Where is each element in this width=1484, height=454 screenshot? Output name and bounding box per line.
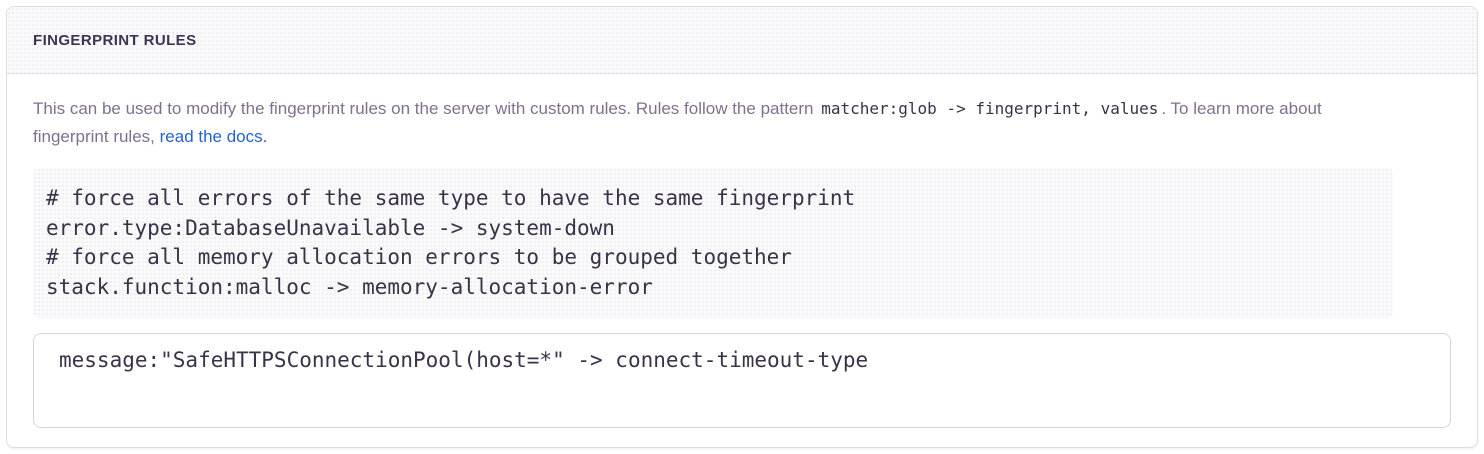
fingerprint-rules-panel: FINGERPRINT RULES This can be used to mo…: [6, 6, 1478, 448]
panel-title: FINGERPRINT RULES: [33, 31, 197, 49]
read-the-docs-link[interactable]: read the docs.: [159, 127, 268, 146]
fingerprint-rules-description: This can be used to modify the fingerpri…: [33, 95, 1373, 151]
panel-body: This can be used to modify the fingerpri…: [7, 74, 1477, 447]
description-text-2: . To learn more about fingerprint rules,: [33, 99, 1322, 146]
description-text-1: This can be used to modify the fingerpri…: [33, 99, 819, 118]
panel-header: FINGERPRINT RULES: [7, 7, 1477, 74]
example-rules-code-block: # force all errors of the same type to h…: [33, 168, 1393, 318]
pattern-inline-code: matcher:glob -> fingerprint, values: [821, 99, 1159, 118]
fingerprint-rules-textarea[interactable]: message:"SafeHTTPSConnectionPool(host=*"…: [33, 333, 1451, 428]
